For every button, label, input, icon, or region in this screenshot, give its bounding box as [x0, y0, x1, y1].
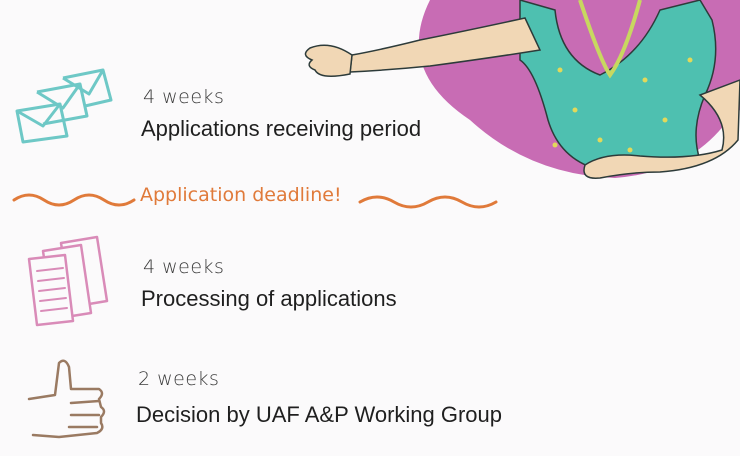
thumbs-up-icon [27, 359, 106, 439]
step-2-duration: 4 weeks [143, 256, 225, 278]
person-pointing-illustration [304, 0, 740, 179]
envelopes-icon [15, 68, 113, 144]
step-3-duration: 2 weeks [138, 368, 220, 390]
lower-arm [583, 79, 740, 179]
squiggle-left [12, 193, 136, 207]
squiggle-right [358, 195, 498, 209]
pointing-hand [304, 44, 353, 77]
step-3-label: Decision by UAF A&P Working Group [136, 402, 503, 427]
collar [578, 0, 642, 79]
step-1-label: Applications receiving period [141, 116, 422, 141]
application-deadline-label: Application deadline! [140, 184, 342, 206]
documents-icon [27, 235, 109, 327]
step-1-duration: 4 weeks [143, 86, 225, 108]
step-2-label: Processing of applications [141, 286, 397, 311]
shirt [519, 0, 717, 171]
